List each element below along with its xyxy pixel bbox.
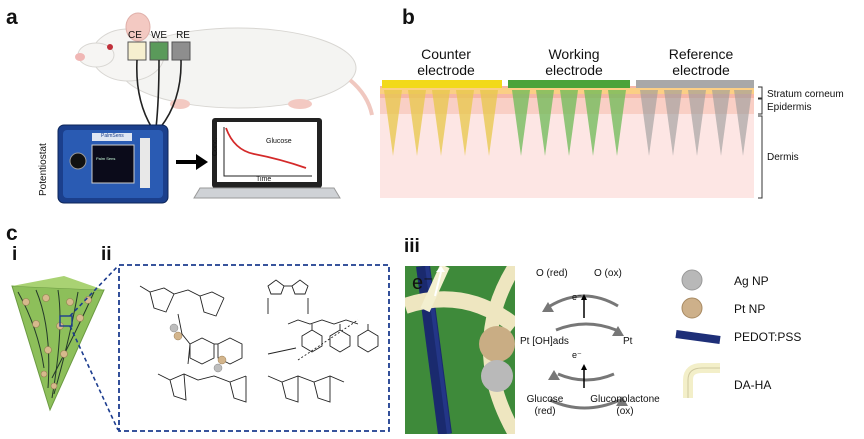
counter-electrode-line1: Counter (421, 46, 471, 62)
ag-np-legend-label: Ag NP (734, 274, 769, 288)
redox-cycle-diagram (542, 294, 628, 410)
rat-illustration (75, 12, 374, 116)
ag-np-swatch (681, 269, 703, 291)
plot-series-label: Glucose (266, 138, 292, 145)
panel-c-ii-letter: ii (101, 244, 112, 265)
glucose-label: Glucose (red) (520, 394, 570, 418)
da-ha-swatch (683, 363, 720, 398)
plot-ylabel: Conc. (212, 137, 219, 156)
pedot-pss-legend-label: PEDOT:PSS (734, 330, 802, 344)
gluconolactone-label: Gluconolactone (ox) (584, 394, 666, 418)
we-label: WE (150, 30, 168, 41)
legend-swatches (675, 269, 721, 398)
counter-needles (384, 90, 498, 156)
da-ha-legend-label: DA-HA (734, 378, 772, 392)
gluconolactone-text: Gluconolactone (590, 394, 660, 405)
ce-label: CE (128, 30, 142, 41)
pt-np-swatch (681, 297, 703, 319)
pedot-pss-swatch (675, 330, 721, 344)
working-electrode-line1: Working (548, 46, 600, 62)
electrode-surface-zoom (405, 266, 515, 434)
reference-electrode-line1: Reference (668, 46, 734, 62)
electrode-labels: CE WE RE (128, 30, 190, 41)
panel-a-illustration (57, 12, 374, 204)
arrow-icon (196, 154, 208, 170)
device-brand: PalmSens (101, 133, 124, 139)
device-screen-text: Palm Sens (96, 156, 116, 161)
epidermis-label: Epidermis (767, 102, 812, 113)
reference-electrode-label: Reference electrode (646, 46, 756, 78)
ce-patch (127, 41, 147, 61)
glucose-curve (225, 127, 307, 169)
we-wire (155, 59, 160, 129)
pt-np-legend-label: Pt NP (734, 302, 766, 316)
panel-c-letter: c (6, 222, 18, 245)
ce-wire (135, 59, 153, 129)
reference-electrode-base (636, 80, 754, 88)
re-patch (171, 41, 191, 61)
glucose-text: Glucose (526, 394, 564, 405)
electron-label: e⁻ (412, 272, 434, 294)
ag-np-markers (169, 323, 223, 373)
working-electrode-line2: electrode (545, 62, 603, 78)
panel-b-letter: b (402, 6, 415, 29)
counter-electrode-line2: electrode (417, 62, 475, 78)
re-label: RE (176, 30, 190, 41)
working-needles (512, 90, 626, 156)
single-microneedle (11, 276, 105, 412)
reference-needles (640, 90, 752, 156)
counter-electrode-base (382, 80, 502, 88)
panel-a-letter: a (6, 6, 18, 29)
microneedle-skin-diagram (380, 80, 763, 199)
dermis-label: Dermis (767, 152, 799, 163)
potentiostat-device (57, 124, 169, 204)
glucose-state-text: (red) (534, 406, 556, 417)
ag-np-sphere (481, 360, 513, 392)
pt-np-markers (173, 331, 227, 365)
counter-electrode-label: Counter electrode (396, 46, 496, 78)
we-patch (149, 41, 169, 61)
panel-c-iii-letter: iii (404, 236, 420, 257)
chemical-structure-panel (118, 264, 390, 432)
working-electrode-label: Working electrode (524, 46, 624, 78)
plot-xlabel: Time (256, 176, 272, 183)
o-ox-label: O (ox) (594, 268, 622, 279)
panel-c-i-letter: i (12, 244, 18, 265)
stratum-corneum-label: Stratum corneum (767, 89, 844, 100)
pt-np-sphere (479, 326, 515, 362)
laptop-illustration (193, 118, 341, 199)
hyaluronic-acid-structure (139, 285, 345, 403)
pedot-pss-structure (267, 279, 379, 361)
potentiostat-label: Potentiostat (38, 143, 49, 196)
pt-label: Pt (623, 336, 633, 347)
pt-oh-label: Pt [OH]ads (520, 336, 569, 347)
electron-top-label: e⁻ (572, 292, 582, 302)
o-red-label: O (red) (536, 268, 568, 279)
electron-bottom-label: e⁻ (572, 350, 582, 360)
dopamine-structure (189, 337, 243, 365)
gluconolactone-state-text: (ox) (616, 406, 634, 417)
reference-electrode-line2: electrode (672, 62, 730, 78)
working-electrode-base (508, 80, 630, 88)
zoom-connector (69, 265, 119, 431)
re-wire (159, 59, 182, 129)
